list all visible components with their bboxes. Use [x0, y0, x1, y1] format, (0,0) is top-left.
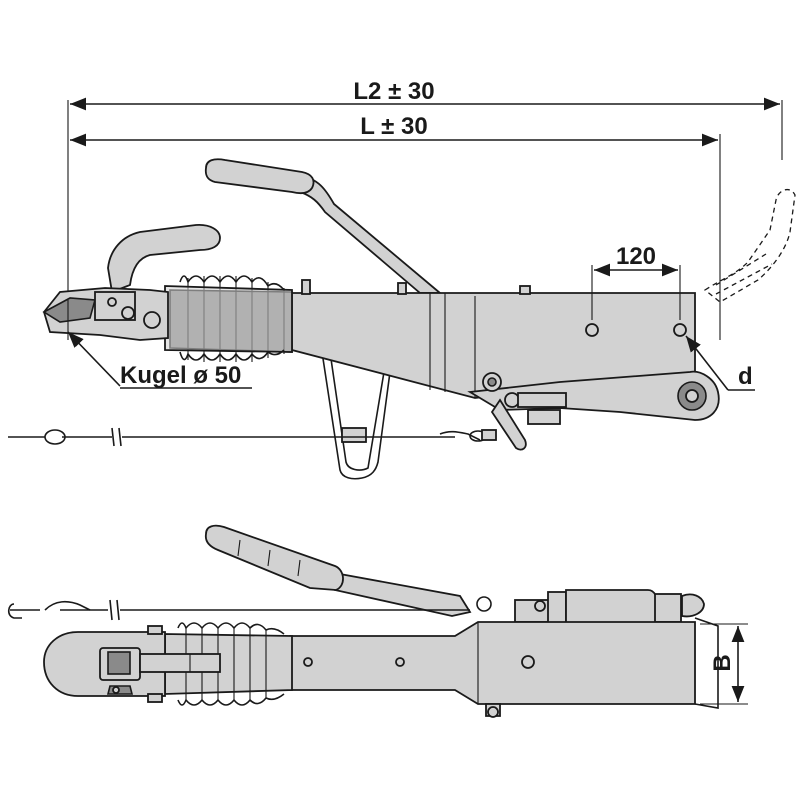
dimension-hole-spacing: 120 — [594, 243, 678, 277]
bellows — [164, 275, 293, 362]
dimension-hole-diameter: d — [685, 335, 755, 391]
coupling-handle — [107, 224, 221, 294]
top-drawbar-body — [289, 621, 696, 705]
top-damper — [514, 589, 705, 627]
hole-2 — [673, 323, 687, 337]
coupling-head — [42, 287, 169, 341]
breakaway-cable — [8, 427, 497, 447]
lower-bracket — [467, 370, 720, 421]
handle-alt-position — [703, 188, 796, 303]
l-label: L ± 30 — [360, 113, 427, 140]
handbrake-grip — [204, 158, 315, 195]
brake-lever — [490, 398, 527, 451]
width-label: B — [709, 654, 736, 671]
dimension-l2: L2 ± 30 — [67, 78, 783, 330]
dimension-l: L ± 30 — [70, 113, 721, 340]
handbrake-lever — [299, 174, 443, 294]
top-view: B — [7, 524, 748, 718]
kugel-label: Kugel ø 50 — [120, 362, 241, 389]
top-handbrake-grip — [204, 524, 344, 591]
kugel-leader — [67, 331, 121, 387]
hole-1 — [585, 323, 599, 337]
top-coupling-head — [43, 625, 221, 703]
hole-diameter-label: d — [738, 363, 753, 390]
dimension-width: B — [700, 623, 748, 705]
side-view: Kugel ø 50 120 d — [8, 158, 796, 480]
support-strut — [321, 351, 391, 480]
l2-label: L2 ± 30 — [353, 78, 434, 105]
hole-spacing-label: 120 — [616, 243, 656, 270]
